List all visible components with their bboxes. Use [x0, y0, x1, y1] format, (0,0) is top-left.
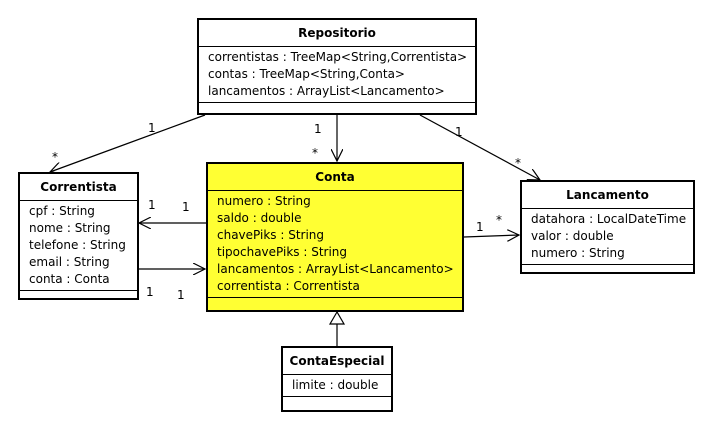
attribute: conta : Conta	[29, 272, 110, 286]
multiplicity-label: 1	[476, 220, 484, 234]
attribute: saldo : double	[217, 211, 302, 225]
operations-compartment	[522, 265, 693, 273]
operations-compartment	[208, 298, 462, 306]
multiplicity-label: *	[52, 150, 58, 164]
class-name: ContaEspecial	[283, 348, 391, 375]
attribute: lancamentos : ArrayList<Lancamento>	[208, 84, 445, 98]
attribute: valor : double	[531, 229, 614, 243]
class-lancamento[interactable]: Lancamento datahora : LocalDateTime valo…	[520, 180, 695, 274]
generalization-triangle	[328, 310, 346, 325]
class-repositorio[interactable]: Repositorio correntistas : TreeMap<Strin…	[197, 18, 477, 115]
multiplicity-label: 1	[146, 285, 154, 299]
multiplicity-label: 1	[455, 125, 463, 139]
class-correntista[interactable]: Correntista cpf : String nome : String t…	[18, 172, 139, 300]
attribute: correntistas : TreeMap<String,Correntist…	[208, 50, 468, 64]
attribute: correntista : Correntista	[217, 279, 360, 293]
multiplicity-label: *	[312, 146, 318, 160]
assoc-repositorio-correntista	[50, 114, 206, 172]
attribute: tipochavePiks : String	[217, 245, 348, 259]
operations-compartment	[199, 103, 475, 111]
attribute: numero : String	[217, 194, 311, 208]
attribute: numero : String	[531, 246, 625, 260]
attribute: datahora : LocalDateTime	[531, 212, 687, 226]
operations-compartment	[283, 397, 391, 405]
attribute-list: limite : double	[283, 375, 391, 397]
class-name: Conta	[208, 164, 462, 191]
attribute-list: cpf : String nome : String telefone : St…	[20, 201, 137, 291]
attribute: limite : double	[292, 378, 379, 392]
attribute-list: numero : String saldo : double chavePiks…	[208, 191, 462, 298]
attribute: lancamentos : ArrayList<Lancamento>	[217, 262, 454, 276]
multiplicity-label: 1	[148, 198, 156, 212]
multiplicity-label: 1	[182, 200, 190, 214]
attribute: nome : String	[29, 221, 111, 235]
multiplicity-label: *	[496, 213, 502, 227]
multiplicity-label: 1	[314, 122, 322, 136]
attribute: email : String	[29, 255, 110, 269]
operations-compartment	[20, 291, 137, 299]
class-name: Correntista	[20, 174, 137, 201]
class-name: Repositorio	[199, 20, 475, 47]
assoc-repositorio-lancamento	[419, 114, 540, 180]
attribute: cpf : String	[29, 204, 95, 218]
class-name: Lancamento	[522, 182, 693, 209]
attribute: telefone : String	[29, 238, 126, 252]
attribute-list: correntistas : TreeMap<String,Correntist…	[199, 47, 475, 103]
attribute: contas : TreeMap<String,Conta>	[208, 67, 405, 81]
multiplicity-label: *	[515, 156, 521, 170]
multiplicity-label: 1	[148, 121, 156, 135]
attribute-list: datahora : LocalDateTime valor : double …	[522, 209, 693, 265]
class-conta-especial[interactable]: ContaEspecial limite : double	[281, 346, 393, 412]
attribute: chavePiks : String	[217, 228, 325, 242]
class-conta[interactable]: Conta numero : String saldo : double cha…	[206, 162, 464, 312]
multiplicity-label: 1	[177, 288, 185, 302]
assoc-conta-lancamento	[463, 235, 519, 237]
